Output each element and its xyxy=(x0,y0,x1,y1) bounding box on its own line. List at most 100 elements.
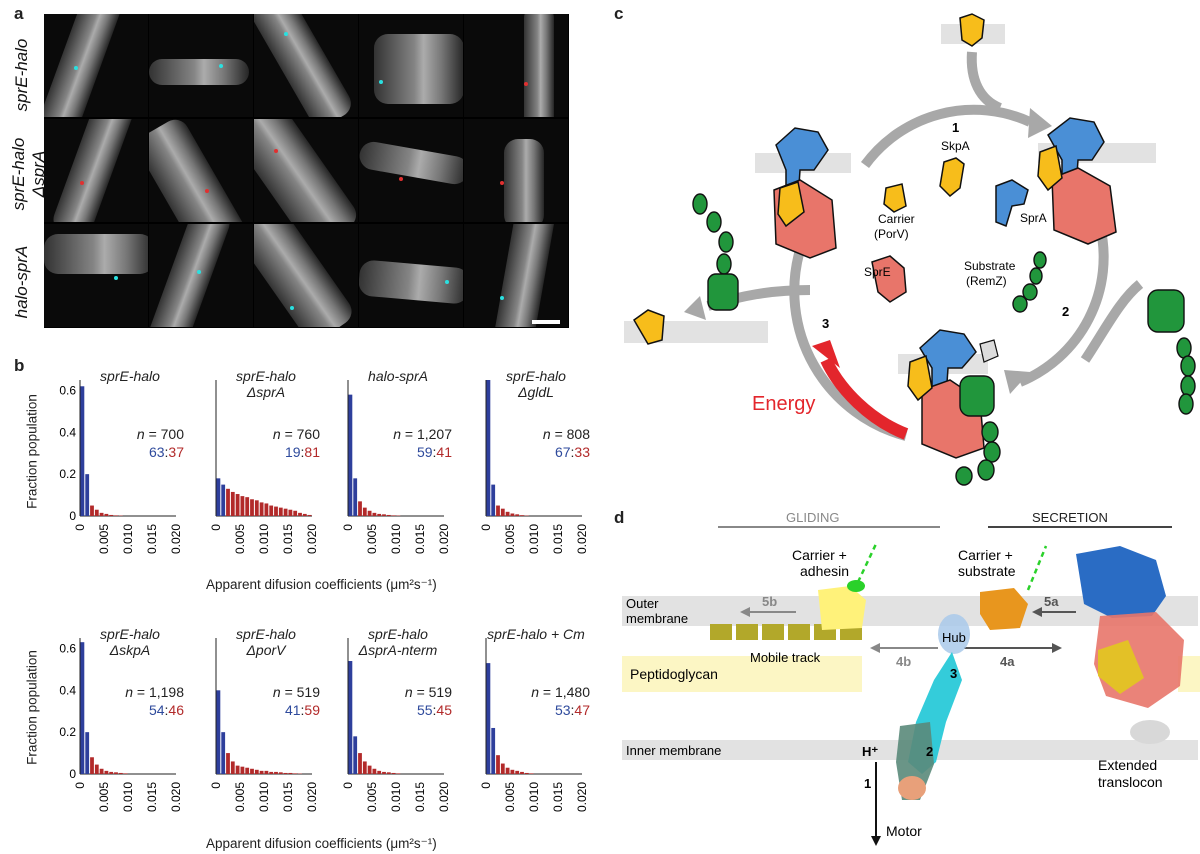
peptidoglycan-band-right xyxy=(1178,656,1200,692)
outer-membrane-label-1: Outer xyxy=(626,596,659,611)
histogram-bar xyxy=(353,478,358,516)
carrier-substrate-label-2: substrate xyxy=(958,563,1016,579)
hub-shape xyxy=(938,614,970,654)
substrate-label-2: (RemZ) xyxy=(966,274,1007,288)
histogram-bar xyxy=(391,515,396,516)
inner-membrane-label: Inner membrane xyxy=(626,743,721,758)
histogram-title: halo-sprA xyxy=(338,368,458,384)
y-tick-label: 0.4 xyxy=(59,683,76,697)
y-tick-label: 0 xyxy=(69,767,76,781)
x-tick-label: 0.005 xyxy=(233,524,247,554)
x-tick-label: 0.015 xyxy=(145,524,159,554)
histogram-bar xyxy=(386,772,391,774)
bacterium-cell xyxy=(254,119,358,222)
histogram-bar xyxy=(99,768,104,774)
n-value: = 808 xyxy=(554,426,590,442)
y-tick-label: 0.2 xyxy=(59,725,76,739)
carrier-released xyxy=(633,309,665,345)
histogram-bar xyxy=(104,770,109,774)
histogram-bar xyxy=(505,767,510,774)
x-tick-label: 0.020 xyxy=(305,782,319,812)
x-tick-label: 0.010 xyxy=(527,524,541,554)
n-value: = 760 xyxy=(284,426,320,442)
x-tick-label: 0 xyxy=(73,524,87,531)
release-arrow-head xyxy=(684,296,706,320)
x-tick-label: 0.005 xyxy=(503,782,517,812)
microscopy-cell xyxy=(359,224,463,327)
step-1: 1 xyxy=(952,120,959,135)
histogram-ratio: 53:47 xyxy=(494,702,590,718)
histogram-bar xyxy=(283,772,288,774)
carrier-adhesin-label-2: adhesin xyxy=(800,563,849,579)
histogram-bar xyxy=(486,380,491,516)
histogram-bar xyxy=(254,769,259,774)
histogram-bar xyxy=(264,770,269,774)
ratio-red: 59 xyxy=(304,702,320,718)
histogram-bar xyxy=(90,757,94,774)
skpa-label: SkpA xyxy=(941,139,970,153)
histogram-bar xyxy=(250,768,254,774)
histogram-bar xyxy=(396,773,401,774)
histogram-title-line1: sprE-halo xyxy=(236,626,296,642)
bacterium-cell xyxy=(44,234,148,274)
cycle-arrow-2-head xyxy=(1004,370,1030,394)
ratio-blue: 41 xyxy=(284,702,301,718)
histogram-bar xyxy=(80,642,85,774)
panel-d-diagram: GLIDING SECRETION Outer membrane Peptido… xyxy=(622,510,1200,846)
x-tick-label: 0.015 xyxy=(551,524,565,554)
histogram-bar xyxy=(245,767,250,774)
y-tick-label: 0.2 xyxy=(59,467,76,481)
histogram-bar xyxy=(80,386,85,516)
x-tick-label: 0 xyxy=(209,524,223,531)
histogram-bar xyxy=(114,772,118,774)
histogram-bar xyxy=(358,753,362,774)
x-tick-label: 0.005 xyxy=(97,782,111,812)
ratio-separator: : xyxy=(300,444,305,460)
translocon-top xyxy=(1076,546,1166,618)
translocon-bottom xyxy=(1130,720,1170,744)
histogram-bar xyxy=(510,513,515,516)
ratio-blue: 19 xyxy=(284,444,301,460)
input-arrow-top xyxy=(966,51,1003,113)
histogram-bar xyxy=(109,514,114,516)
step-3: 3 xyxy=(822,316,829,331)
n-value: = 1,207 xyxy=(404,426,452,442)
row-label-1-text: sprE-halo xyxy=(12,38,31,112)
row-label-2-line2: ΔsprA xyxy=(29,150,48,198)
ratio-blue: 55 xyxy=(416,702,433,718)
fluorescent-spot xyxy=(74,66,78,70)
histogram-title-line2: ΔsprA-nterm xyxy=(358,642,438,658)
fluorescent-spot xyxy=(524,82,528,86)
ratio-red: 41 xyxy=(436,444,452,460)
x-tick-label: 0.015 xyxy=(551,782,565,812)
mobile-track-label: Mobile track xyxy=(750,650,821,665)
step-2: 2 xyxy=(1062,304,1069,319)
energy-arrow-head xyxy=(812,340,840,368)
histogram-ratio: 63:37 xyxy=(88,444,184,460)
arrow-5a-head xyxy=(1032,607,1042,617)
histogram-ratio: 19:81 xyxy=(224,444,320,460)
microscopy-cell xyxy=(44,119,148,222)
histogram-bar xyxy=(264,503,269,516)
n-symbol: n xyxy=(125,684,137,700)
histogram-bar xyxy=(307,514,312,516)
panel-letter-c: c xyxy=(614,4,624,23)
microscopy-cell xyxy=(464,224,568,327)
carrier-label-1: Carrier xyxy=(878,212,915,226)
histogram-bar xyxy=(94,764,99,774)
x-tick-label: 0.020 xyxy=(169,782,183,812)
row-label-2: sprE-halo ΔsprA xyxy=(9,129,53,219)
histogram-bar xyxy=(391,772,396,774)
motor-label: Motor xyxy=(886,823,922,839)
x-tick-label: 0.005 xyxy=(503,524,517,554)
histogram-bar xyxy=(278,507,283,516)
y-tick-label: 0.4 xyxy=(59,425,76,439)
histogram-bar xyxy=(510,769,515,774)
fluorescent-spot xyxy=(500,296,504,300)
